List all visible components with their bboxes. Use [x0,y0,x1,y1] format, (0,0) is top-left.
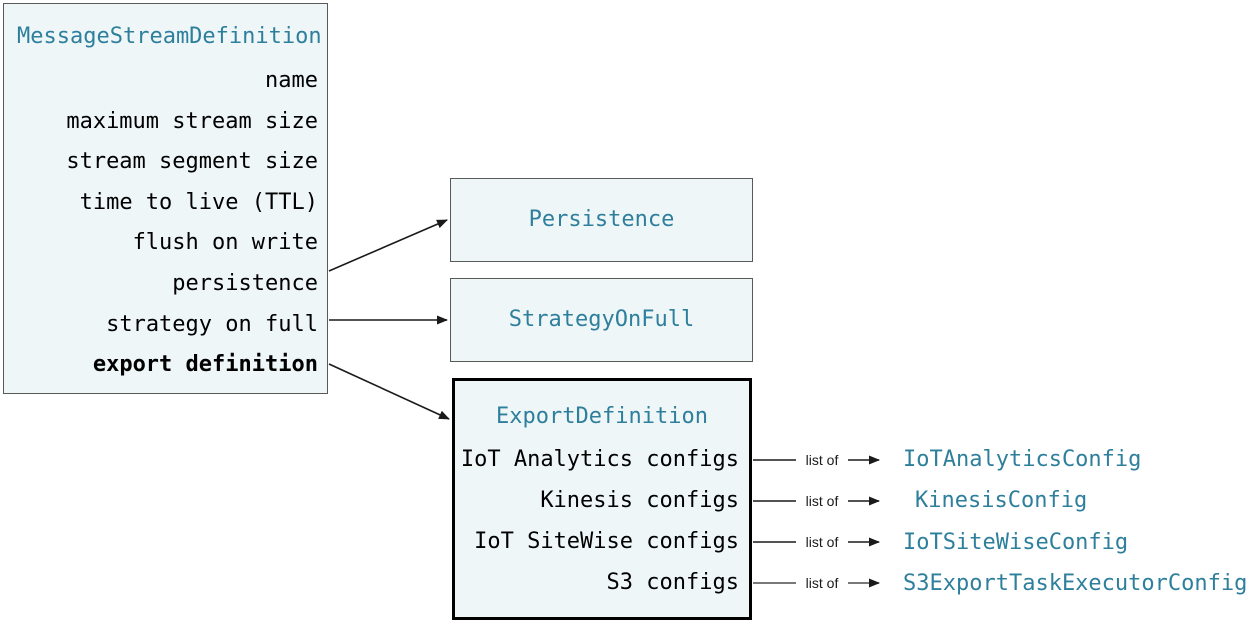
related-class-kinesis-config: KinesisConfig [915,488,1088,513]
class-title-strategy-on-full: StrategyOnFull [508,307,695,332]
field-kinesis-configs: Kinesis configs [540,488,739,513]
class-box-strategy-on-full: StrategyOnFull [450,278,753,362]
field-iot-sitewise-configs: IoT SiteWise configs [474,529,739,554]
field-maximum-stream-size: maximum stream size [66,108,318,134]
field-time-to-live: time to live (TTL) [79,189,318,215]
related-class-s3-export-task-executor-config: S3ExportTaskExecutorConfig [903,571,1248,596]
class-box-message-stream-definition: MessageStreamDefinition name maximum str… [3,3,328,394]
relation-label-list-of: list of [805,452,839,468]
field-iot-analytics-configs: IoT Analytics configs [460,447,739,472]
class-title-message-stream-definition: MessageStreamDefinition [17,24,322,49]
relation-label-list-of: list of [805,493,839,509]
class-title-persistence: Persistence [528,207,675,232]
class-title-export-definition: ExportDefinition [496,404,708,429]
class-box-persistence: Persistence [450,178,753,262]
field-list: name maximum stream size stream segment … [4,61,327,386]
field-name: name [265,68,318,93]
arrow-persistence [328,219,448,272]
field-s3-configs: S3 configs [606,570,739,595]
related-class-iot-analytics-config: IoTAnalyticsConfig [903,447,1142,472]
export-field-list: IoT Analytics configs Kinesis configs Io… [455,439,749,603]
relation-label-list-of: list of [805,575,839,591]
field-strategy-on-full: strategy on full [106,311,318,337]
field-persistence: persistence [172,270,318,296]
class-box-export-definition: ExportDefinition IoT Analytics configs K… [452,378,752,620]
field-flush-on-write: flush on write [132,230,318,256]
field-stream-segment-size: stream segment size [66,149,318,175]
related-class-iot-sitewise-config: IoTSiteWiseConfig [903,530,1129,555]
arrow-export-definition [328,363,450,420]
relation-label-list-of: list of [805,534,839,550]
field-export-definition: export definition [92,352,318,378]
